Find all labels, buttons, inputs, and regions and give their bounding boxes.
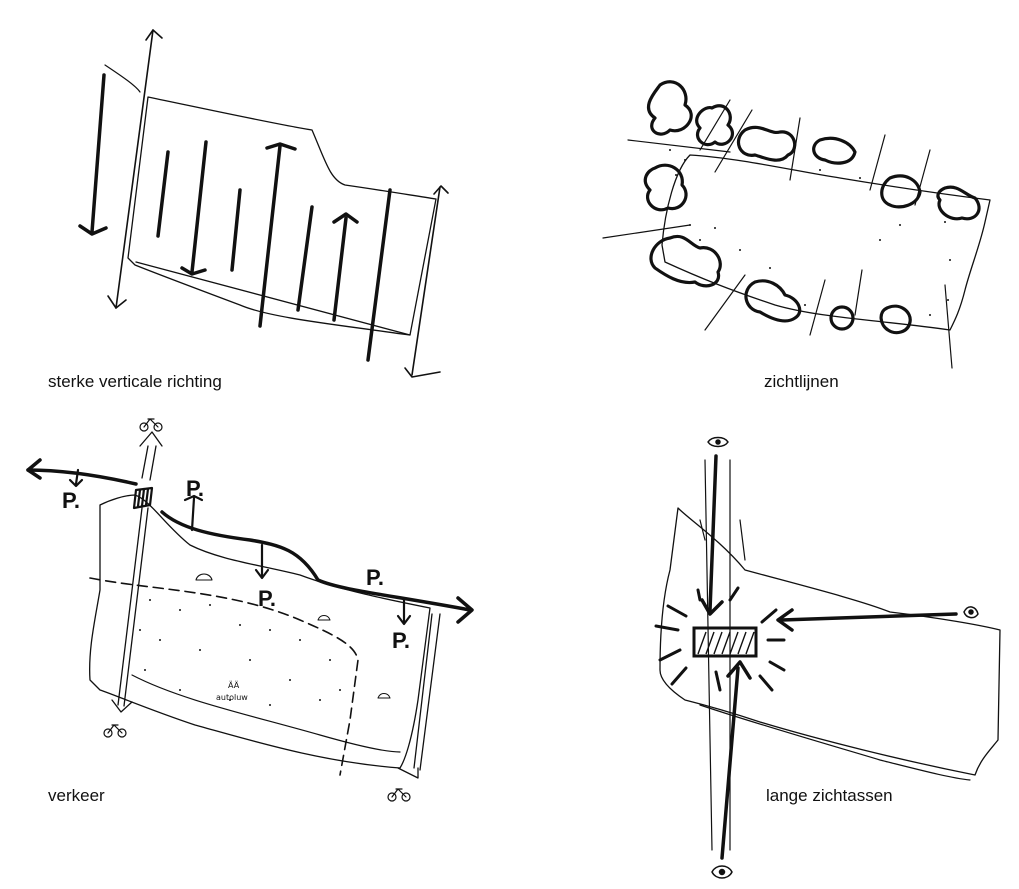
caption-sightlines: zichtlijnen xyxy=(764,372,839,391)
parking-label: P. xyxy=(366,565,384,590)
caption-long-sight-axes: lange zichtassen xyxy=(766,786,893,805)
parking-label: P. xyxy=(392,628,410,653)
parking-label: P. xyxy=(62,488,80,513)
panel-long-sight-axes xyxy=(654,436,1001,879)
caption-traffic: verkeer xyxy=(48,786,105,805)
parking-label: P. xyxy=(186,476,204,501)
traffic-note-marks: ÄÄ xyxy=(228,680,240,690)
panel-sightlines xyxy=(602,80,991,369)
panel-vertical-direction xyxy=(78,29,449,378)
parking-label: P. xyxy=(258,586,276,611)
caption-vertical-direction: sterke verticale richting xyxy=(48,372,222,391)
panel-traffic xyxy=(26,418,474,802)
traffic-note: autoluw xyxy=(216,693,248,702)
